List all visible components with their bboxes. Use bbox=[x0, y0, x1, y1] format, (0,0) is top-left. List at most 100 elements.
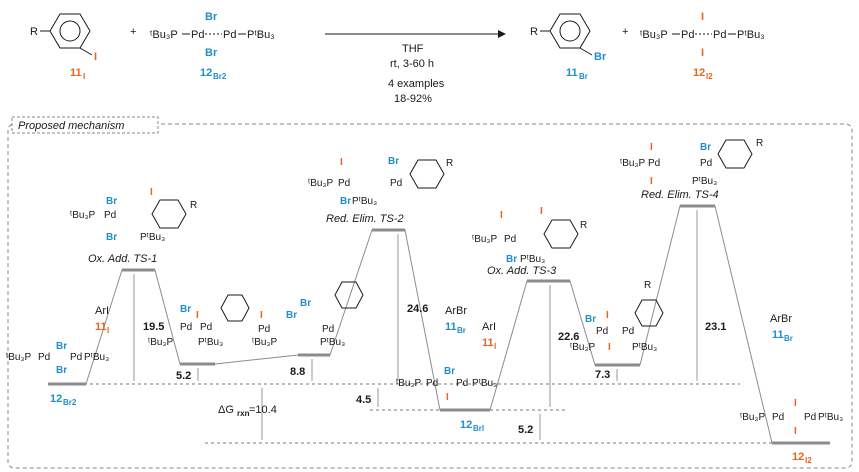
bromine-atom-product: Br bbox=[594, 51, 607, 63]
ari-in-2-label: 11 bbox=[482, 337, 494, 349]
r-group-label-product: R bbox=[530, 26, 538, 38]
complex-int3: Br I Pd Pd I ᵗBu₃P PᵗBu₃ R bbox=[570, 280, 664, 353]
dg-rxn-prefix: ΔG bbox=[218, 404, 234, 416]
svg-text:Br: Br bbox=[300, 298, 311, 309]
svg-text:Pd: Pd bbox=[648, 158, 660, 169]
svg-text:Pd: Pd bbox=[200, 322, 212, 333]
svg-text:I: I bbox=[794, 426, 797, 437]
sm-label-sub: I bbox=[83, 72, 85, 81]
pd-atom-3: Pd bbox=[681, 29, 694, 41]
svg-text:I: I bbox=[650, 176, 653, 187]
examples-text: 4 examples bbox=[388, 78, 445, 90]
svg-text:Br: Br bbox=[506, 254, 517, 265]
byprod-label: 12 bbox=[693, 67, 705, 79]
ari-in-1: ArI bbox=[95, 305, 109, 317]
svg-text:Br: Br bbox=[180, 304, 191, 315]
iodine-bridge-bottom: I bbox=[701, 47, 704, 59]
svg-text:I: I bbox=[500, 210, 503, 221]
arbr-out-1-label: 11 bbox=[445, 321, 457, 333]
yield-text: 18-92% bbox=[394, 93, 432, 105]
dg-rxn-value: =10.4 bbox=[249, 404, 277, 416]
barrier-22-6: 22.6 bbox=[558, 331, 579, 343]
energy-profile bbox=[48, 205, 830, 444]
svg-text:Pd: Pd bbox=[772, 412, 784, 423]
svg-text:PᵗBu₃: PᵗBu₃ bbox=[198, 337, 223, 348]
svg-text:PᵗBu₃: PᵗBu₃ bbox=[140, 232, 165, 243]
arbr-out-2: ArBr bbox=[770, 313, 792, 325]
complex-int2: I Br Br Pd Pd ᵗBu₃P PᵗBu₃ bbox=[252, 281, 364, 348]
svg-text:Br: Br bbox=[585, 314, 596, 325]
svg-text:I: I bbox=[540, 206, 543, 217]
species-12I2: 12 bbox=[792, 451, 804, 463]
svg-text:R: R bbox=[756, 138, 763, 149]
svg-text:Pd: Pd bbox=[504, 234, 516, 245]
barrier-arrows: 19.5 5.2 8.8 24.6 4.5 22.6 7.3 23.1 5.2 … bbox=[133, 210, 726, 440]
arbr-out-1: ArBr bbox=[445, 305, 467, 317]
arbr-out-2-sub: Br bbox=[784, 334, 793, 343]
tbu3p-left-2: ᵗBu₃P bbox=[640, 29, 668, 41]
svg-text:Br: Br bbox=[56, 341, 67, 352]
byprod-label-sub: I2 bbox=[706, 72, 713, 81]
svg-text:PᵗBu₃: PᵗBu₃ bbox=[84, 352, 109, 363]
pd-atom-4: Pd bbox=[713, 29, 726, 41]
svg-text:Pd: Pd bbox=[804, 412, 816, 423]
bromine-bridge-bottom: Br bbox=[205, 47, 218, 59]
svg-text:Pd: Pd bbox=[622, 326, 634, 337]
prod-label: 11 bbox=[566, 67, 578, 79]
ts3-label: Ox. Add. TS-3 bbox=[487, 265, 557, 277]
mechanism-title: Proposed mechanism bbox=[18, 120, 124, 132]
svg-text:Pd: Pd bbox=[596, 326, 608, 337]
ts4-label: Red. Elim. TS-4 bbox=[641, 189, 719, 201]
barrier-19-5: 19.5 bbox=[143, 321, 164, 333]
tbu3p-left: ᵗBu₃P bbox=[150, 29, 178, 41]
svg-text:Pd: Pd bbox=[322, 324, 334, 335]
bromine-bridge-top: Br bbox=[205, 11, 218, 23]
conditions-solvent: THF bbox=[402, 43, 424, 55]
aryl-bromide-structure: R Br 11 Br bbox=[530, 13, 607, 81]
svg-text:ᵗBu₃P: ᵗBu₃P bbox=[148, 337, 174, 348]
svg-text:Pd: Pd bbox=[456, 378, 468, 389]
barrier-24-6: 24.6 bbox=[407, 303, 428, 315]
svg-text:I: I bbox=[446, 392, 449, 403]
energy-5-2-a: 5.2 bbox=[176, 370, 191, 382]
pd-diiodide-dimer: ᵗBu₃P Pd Pd I I PᵗBu₃ 12 I2 bbox=[640, 11, 765, 81]
svg-text:ᵗBu₃P: ᵗBu₃P bbox=[472, 234, 498, 245]
species-12Br2: 12 bbox=[50, 393, 62, 405]
ari-in-1-sub: I bbox=[107, 326, 109, 335]
pd-atom-1: Pd bbox=[191, 29, 204, 41]
aryl-iodide-structure: R I 11 I bbox=[30, 13, 97, 81]
svg-text:R: R bbox=[580, 220, 587, 231]
energy-8-8: 8.8 bbox=[290, 366, 305, 378]
arbr-out-2-label: 11 bbox=[772, 329, 784, 341]
energy-5-2-b: 5.2 bbox=[518, 424, 533, 436]
arbr-out-1-sub: Br bbox=[457, 326, 466, 335]
svg-text:ᵗBu₃P: ᵗBu₃P bbox=[396, 378, 422, 389]
mechanism-title-box bbox=[11, 116, 159, 134]
svg-text:ᵗBu₃P: ᵗBu₃P bbox=[620, 158, 646, 169]
svg-text:ᵗBu₃P: ᵗBu₃P bbox=[6, 352, 32, 363]
svg-text:ᵗBu₃P: ᵗBu₃P bbox=[740, 412, 766, 423]
svg-text:PᵗBu₃: PᵗBu₃ bbox=[472, 378, 497, 389]
svg-text:I: I bbox=[340, 157, 343, 168]
complex-12I2: ᵗBu₃P Pd Pd PᵗBu₃ I I bbox=[740, 398, 843, 437]
svg-text:PᵗBu₃: PᵗBu₃ bbox=[520, 254, 545, 265]
svg-text:Br: Br bbox=[388, 156, 399, 167]
svg-text:I: I bbox=[608, 342, 611, 353]
complex-ts1: ᵗBu₃P Pd Br Br I PᵗBu₃ R bbox=[70, 187, 197, 243]
svg-text:Pd: Pd bbox=[390, 178, 402, 189]
ts1-label: Ox. Add. TS-1 bbox=[88, 253, 157, 265]
dg-rxn-sub: rxn bbox=[237, 409, 250, 418]
barrier-23-1: 23.1 bbox=[705, 321, 726, 333]
svg-text:I: I bbox=[606, 310, 609, 321]
svg-text:Pd: Pd bbox=[38, 352, 50, 363]
species-12Br2-sub: Br2 bbox=[63, 398, 77, 407]
svg-text:Pd: Pd bbox=[258, 324, 270, 335]
svg-text:R: R bbox=[446, 158, 453, 169]
ptbu3-right: PᵗBu₃ bbox=[247, 29, 275, 41]
ari-in-1-label: 11 bbox=[95, 321, 107, 333]
svg-text:ᵗBu₃P: ᵗBu₃P bbox=[308, 178, 334, 189]
sm-label: 11 bbox=[70, 67, 82, 79]
iodine-bridge-top: I bbox=[701, 11, 704, 23]
svg-text:R: R bbox=[644, 280, 651, 291]
